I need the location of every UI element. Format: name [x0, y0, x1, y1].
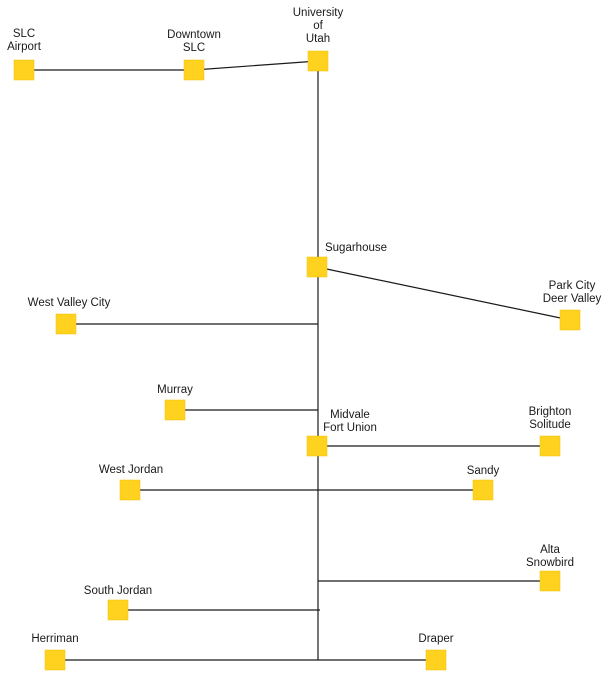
station-label-line: SLC — [13, 28, 35, 40]
station-node-park-city-deer-valley — [559, 309, 581, 331]
station-node-brighton-solitude — [539, 435, 561, 457]
station-label-line: Midvale — [330, 409, 370, 421]
station-node-herriman — [44, 649, 66, 671]
station-label-line: Sandy — [467, 465, 500, 477]
station-node-university-of-utah — [307, 50, 329, 72]
station-label-line: of — [313, 20, 323, 32]
station-label-line: Draper — [418, 633, 453, 645]
station-node-west-valley-city — [55, 313, 77, 335]
station-node-midvale-fort-union — [306, 435, 328, 457]
station-label-line: Downtown — [167, 29, 221, 41]
station-label-line: Park City — [549, 280, 596, 292]
station-label-line: Snowbird — [526, 557, 574, 569]
station-node-south-jordan — [107, 599, 129, 621]
line-sugarhouse-parkcity — [316, 266, 571, 321]
station-label-line: Utah — [306, 33, 330, 45]
station-node-sandy — [472, 479, 494, 501]
connection-lines — [24, 60, 571, 661]
station-node-downtown-slc — [183, 59, 205, 81]
station-label-line: Solitude — [529, 419, 571, 431]
station-node-murray — [164, 399, 186, 421]
station-label-line: SLC — [183, 42, 205, 54]
station-label-herriman: Herriman — [31, 633, 78, 645]
station-label-line: Sugarhouse — [325, 242, 387, 254]
station-node-slc-airport — [13, 59, 35, 81]
station-label-line: University — [293, 7, 344, 19]
station-label-sugarhouse: Sugarhouse — [325, 242, 387, 254]
station-label-sandy: Sandy — [467, 465, 500, 477]
station-nodes — [13, 50, 581, 671]
station-label-line: Fort Union — [323, 422, 377, 434]
station-label-line: Murray — [157, 384, 193, 396]
station-label-draper: Draper — [418, 633, 453, 645]
station-node-sugarhouse — [306, 256, 328, 278]
station-label-line: Airport — [7, 41, 42, 53]
station-label-line: South Jordan — [84, 585, 152, 597]
station-label-line: West Jordan — [99, 464, 163, 476]
station-label-line: Deer Valley — [543, 293, 602, 305]
station-node-west-jordan — [119, 479, 141, 501]
station-label-south-jordan: South Jordan — [84, 585, 152, 597]
station-node-alta-snowbird — [539, 570, 561, 592]
station-label-line: Herriman — [31, 633, 78, 645]
station-label-west-valley-city: West Valley City — [28, 297, 111, 309]
station-label-line: Brighton — [529, 406, 572, 418]
station-label-line: West Valley City — [28, 297, 111, 309]
station-label-west-jordan: West Jordan — [99, 464, 163, 476]
station-label-murray: Murray — [157, 384, 193, 396]
station-label-line: Alta — [540, 544, 560, 556]
station-node-draper — [425, 649, 447, 671]
line-downtown-university — [193, 60, 319, 71]
